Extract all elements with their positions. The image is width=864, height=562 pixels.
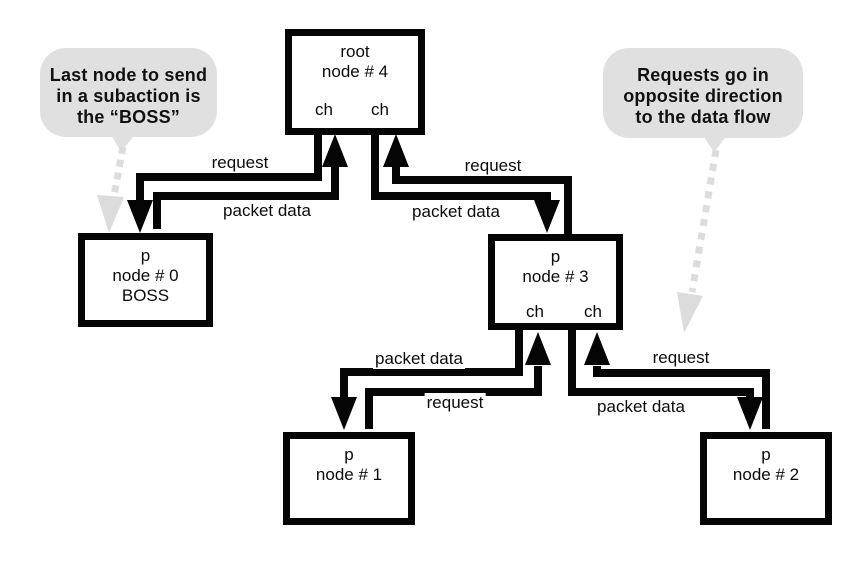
packet-data-arrow-node3-to-node2-head — [737, 397, 763, 430]
node-root-ch-right-port-label: ch — [371, 100, 389, 119]
node-2-p-port-label: p — [761, 445, 771, 464]
request-arrow-node3-to-root-head — [383, 134, 409, 167]
node-root-number: node # 4 — [321, 62, 389, 81]
node-3-number: node # 3 — [522, 267, 589, 286]
node-3-ch-right-port-label: ch — [584, 302, 602, 321]
request-arrow-node1-to-node3 — [365, 366, 542, 429]
callout-left-line3: the “BOSS” — [76, 107, 180, 127]
label-packet-data-root-node3: packet data — [410, 202, 502, 222]
node-box-1: p node # 1 — [283, 432, 415, 525]
callout-left-pointer-dashes — [110, 146, 127, 197]
node-box-3: p node # 3 ch ch — [488, 234, 623, 330]
request-arrow-root-to-node0 — [136, 131, 322, 202]
node-0-boss-label: BOSS — [121, 286, 170, 305]
node-3-text: p node # 3 — [495, 241, 616, 287]
packet-data-arrow-node3-to-node1 — [340, 326, 523, 398]
label-request-node3-root: request — [462, 156, 524, 176]
request-arrow-node2-to-node3 — [593, 366, 770, 429]
callout-left-line2: in a subaction is — [56, 86, 201, 106]
node-3-p-port-label: p — [550, 247, 561, 266]
node-2-text: p node # 2 — [707, 439, 825, 485]
callout-right-line1: Requests go in — [637, 65, 769, 85]
request-arrow-node2-to-node3-head — [584, 332, 610, 365]
node-0-text: p node # 0 BOSS — [85, 240, 206, 306]
node-1-p-port-label: p — [344, 445, 354, 464]
request-arrow-root-to-node0-head — [127, 200, 153, 233]
packet-data-arrow-node0-to-root-head — [322, 134, 348, 167]
callout-right-tail — [702, 134, 728, 152]
label-request-node2-node3: request — [650, 348, 712, 368]
node-box-0: p node # 0 BOSS — [78, 233, 213, 327]
node-root-ch-left-port-label: ch — [315, 100, 333, 119]
packet-data-arrow-node3-to-node2 — [568, 326, 754, 398]
label-request-node1-node3: request — [424, 393, 486, 413]
packet-data-arrow-node3-to-node1-head — [331, 397, 357, 430]
callout-left-line1: Last node to send — [49, 65, 208, 85]
node-0-p-port-label: p — [140, 246, 151, 265]
callout-left-tail — [110, 133, 136, 152]
callout-right: Requests go in opposite direction to the… — [603, 48, 803, 138]
node-box-2: p node # 2 — [700, 432, 832, 525]
label-request-root-node0: request — [209, 153, 271, 173]
label-packet-data-node0-root: packet data — [221, 201, 313, 221]
node-2-number: node # 2 — [732, 465, 800, 484]
callout-left: Last node to send in a subaction is the … — [40, 48, 217, 137]
callout-right-line2: opposite direction — [623, 86, 783, 106]
callout-left-pointer-head — [97, 195, 124, 233]
callout-right-line3: to the data flow — [635, 107, 771, 127]
packet-data-arrow-root-to-node3-head — [534, 200, 560, 233]
node-box-root: root node # 4 ch ch — [285, 29, 425, 135]
node-0-number: node # 0 — [112, 266, 179, 285]
node-root-text: root node # 4 — [292, 36, 418, 82]
packet-data-arrow-node0-to-root — [153, 166, 339, 229]
callout-right-pointer-dashes — [688, 149, 720, 293]
node-1-number: node # 1 — [315, 465, 383, 484]
node-root-name: root — [340, 42, 370, 61]
request-arrow-node1-to-node3-head — [525, 332, 551, 365]
request-arrow-node3-to-root — [392, 166, 572, 237]
label-packet-data-node3-node1: packet data — [373, 349, 465, 369]
packet-data-arrow-root-to-node3 — [371, 131, 551, 202]
callout-right-pointer-head — [677, 292, 703, 333]
label-packet-data-node3-node2: packet data — [595, 397, 687, 417]
node-1-text: p node # 1 — [290, 439, 408, 485]
node-3-ch-left-port-label: ch — [526, 302, 544, 321]
